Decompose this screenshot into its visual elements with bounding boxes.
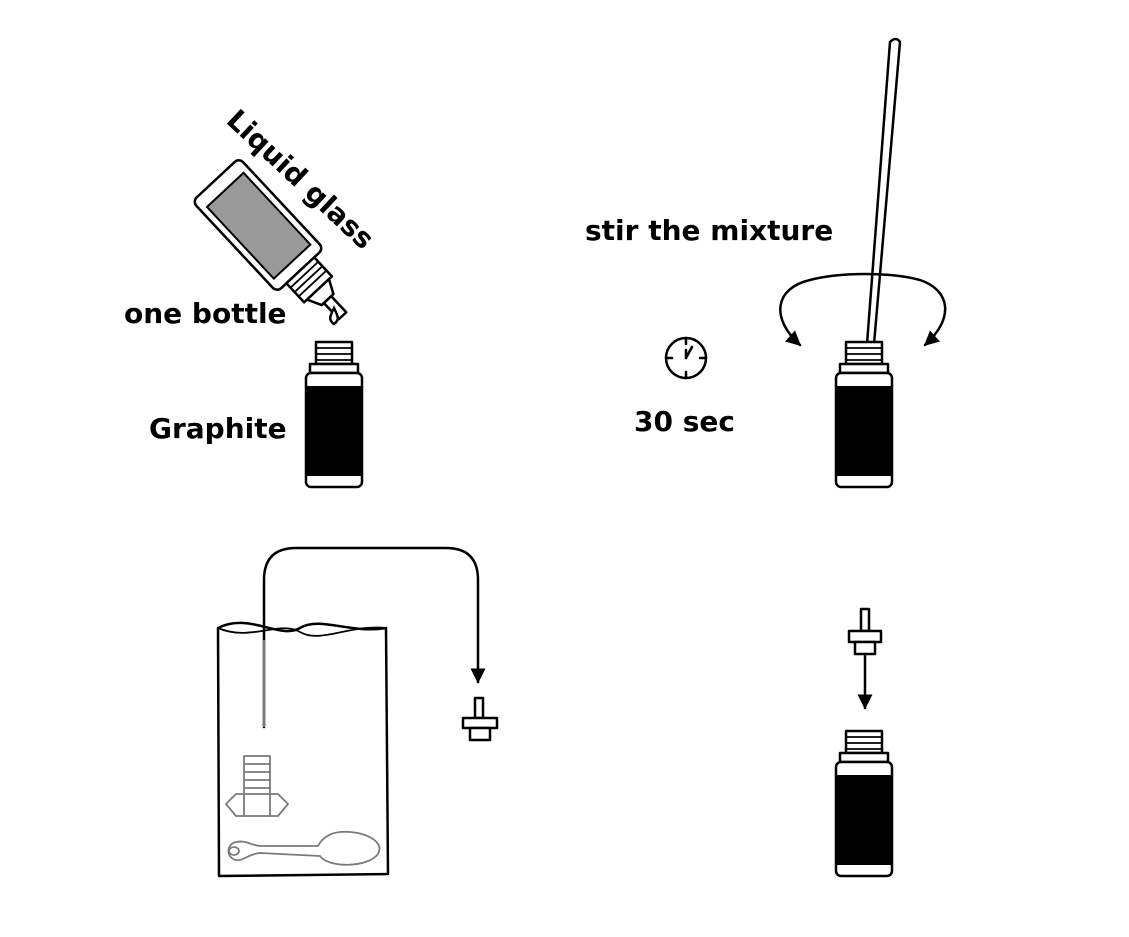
bottle-icon	[834, 340, 894, 489]
rotation-arrows-icon	[779, 272, 947, 347]
panel-pour: Liquid glass one bottle Graphite	[124, 103, 381, 489]
bottle-icon	[304, 340, 364, 489]
spoon-icon	[227, 830, 381, 866]
timer-icon	[664, 336, 708, 380]
drop-icon	[329, 305, 339, 326]
label-graphite: Graphite	[149, 412, 287, 445]
label-one-bottle: one bottle	[124, 297, 287, 330]
bottle-icon	[834, 729, 894, 878]
nozzle-icon	[461, 696, 499, 742]
transfer-arrow	[262, 546, 486, 729]
bolt-icon	[225, 755, 289, 817]
stirring-rod-icon	[865, 37, 902, 346]
panel-stir: stir the mixture 30 sec	[585, 37, 947, 489]
label-stir: stir the mixture	[585, 214, 833, 247]
panel-bag	[216, 546, 499, 878]
nozzle-icon	[847, 607, 883, 656]
label-time: 30 sec	[634, 405, 735, 438]
panel-attach	[834, 607, 894, 878]
